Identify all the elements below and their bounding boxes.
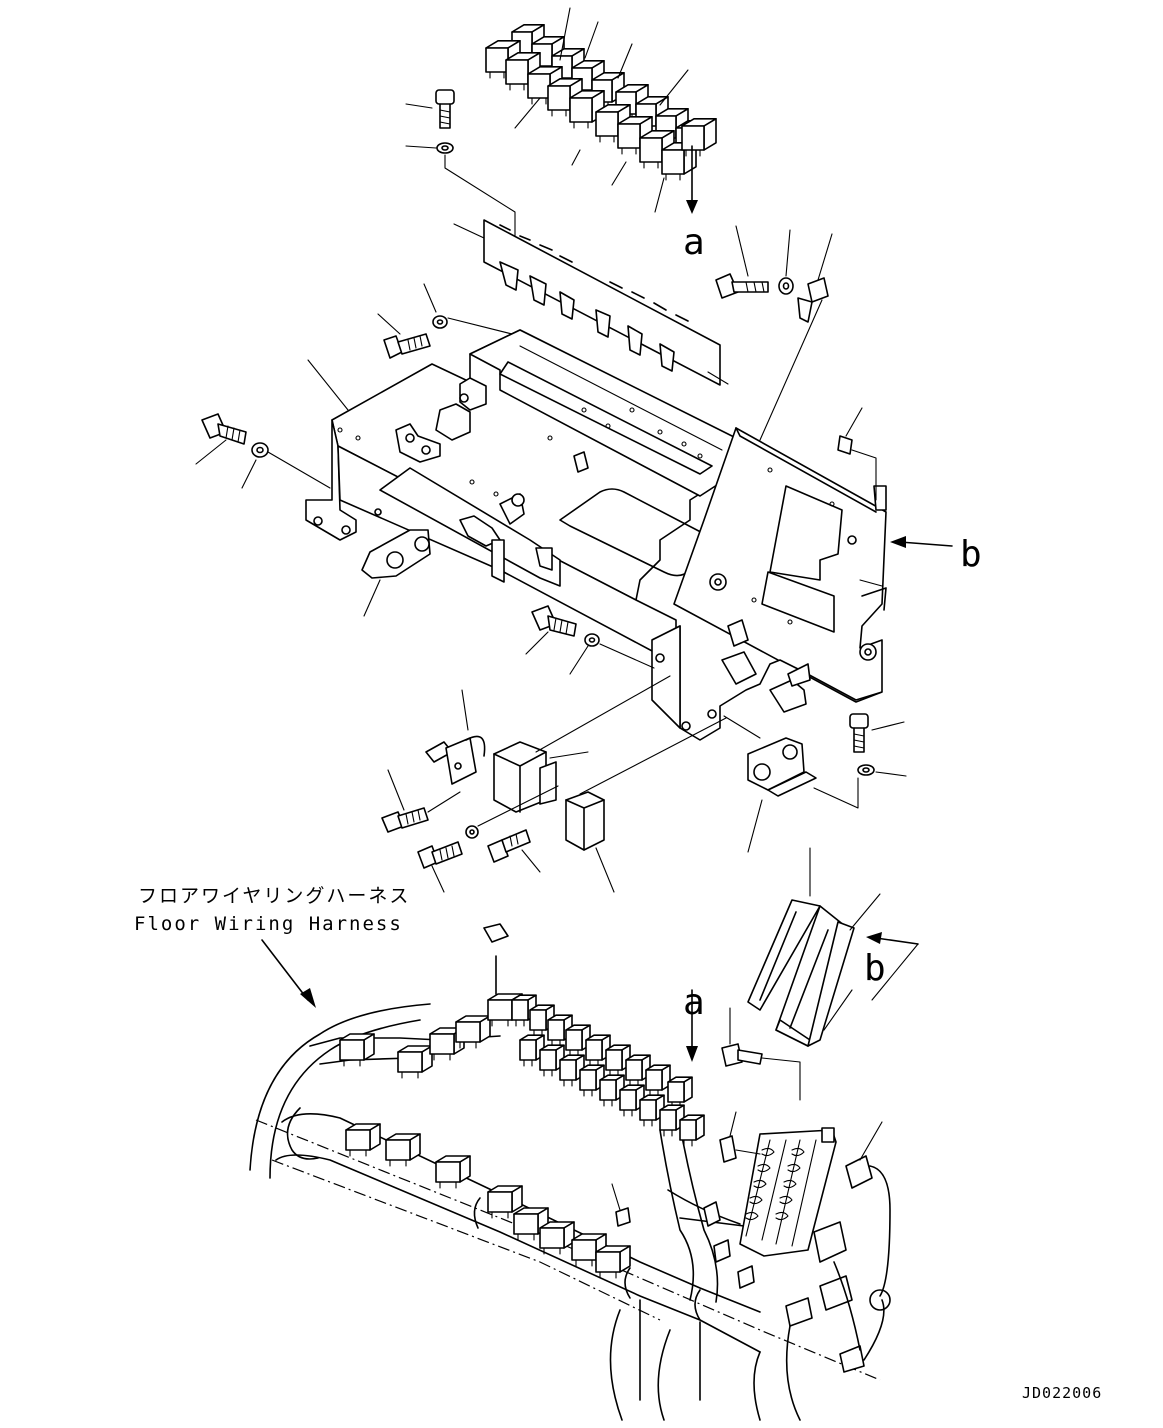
- harness-relay: [529, 1004, 555, 1037]
- harness-label-english: Floor Wiring Harness: [134, 913, 403, 935]
- harness-relay: [625, 1054, 651, 1087]
- small-bracket-left: [361, 529, 431, 617]
- front-flange: [651, 579, 883, 741]
- harness-relay: [539, 1044, 565, 1077]
- small-components: [381, 675, 727, 893]
- arrow-a-lower-icon: [686, 1046, 698, 1062]
- cover-piece: b: [747, 847, 919, 1047]
- bolt-lower-right: [723, 713, 907, 853]
- drawing-id: JD022006: [1022, 1384, 1102, 1402]
- arrow-b-lower-icon: [866, 932, 882, 944]
- harness-connector: [435, 1155, 471, 1189]
- harness-connector: [397, 1045, 433, 1079]
- harness-relay: [599, 1074, 625, 1107]
- arrow-b-right-icon: [890, 536, 906, 548]
- harness-connector: [385, 1133, 421, 1167]
- harness-relay: [679, 1114, 705, 1147]
- harness-connector: [487, 1185, 523, 1219]
- floor-wiring-harness: a: [249, 923, 891, 1421]
- harness-relay: [619, 1084, 645, 1117]
- harness-arrow-icon: [300, 988, 316, 1008]
- callout-b-lower: b: [864, 948, 886, 989]
- bolt-left-upper: [377, 283, 521, 359]
- harness-relay: [659, 1104, 685, 1137]
- main-frame: [305, 329, 741, 653]
- callout-b-right: b: [960, 534, 982, 575]
- callout-a-top: a: [683, 222, 705, 263]
- harness-connector: [595, 1245, 631, 1279]
- harness-label: フロアワイヤリングハーネス Floor Wiring Harness: [134, 885, 410, 1008]
- side-plate: b: [673, 407, 982, 703]
- harness-connector: [345, 1123, 381, 1157]
- harness-relay: [645, 1064, 671, 1097]
- relay-bracket: [453, 219, 729, 386]
- bolt-mid: [525, 605, 655, 675]
- relay: [681, 118, 717, 157]
- harness-connector: [539, 1221, 575, 1255]
- harness-label-japanese: フロアワイヤリングハーネス: [138, 885, 410, 907]
- arrow-a-top-icon: [686, 200, 698, 214]
- harness-connector: [455, 1015, 491, 1049]
- callout-a-lower: a: [683, 982, 705, 1023]
- harness-connector: [339, 1033, 375, 1067]
- relay-cluster: a: [485, 7, 717, 263]
- bolt-right-upper: [715, 225, 833, 441]
- bolt-left-lower: [195, 413, 331, 489]
- harness-relay: [639, 1094, 665, 1127]
- harness-relay: [667, 1076, 693, 1109]
- top-bolt: [405, 89, 516, 239]
